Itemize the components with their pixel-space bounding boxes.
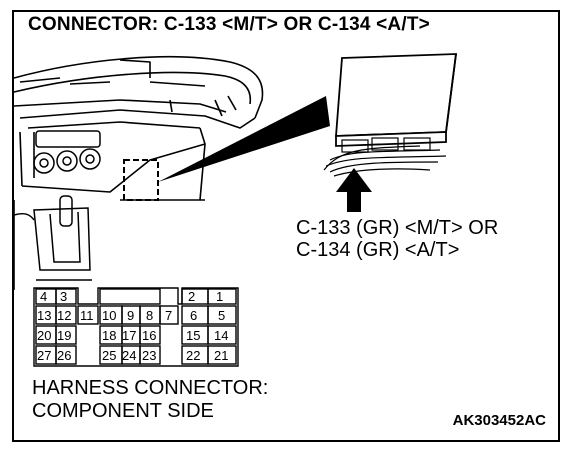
pin-25: 25: [102, 348, 116, 363]
connector-arrow: [336, 168, 372, 212]
pin-7: 7: [165, 308, 172, 323]
pin-17: 17: [122, 328, 136, 343]
pin-2: 2: [188, 289, 195, 304]
pin-6: 6: [190, 308, 197, 323]
pin-26: 26: [57, 348, 71, 363]
figure-code: AK303452AC: [452, 412, 546, 429]
pin-12: 12: [57, 308, 71, 323]
pin-22: 22: [186, 348, 200, 363]
pin-10: 10: [102, 308, 116, 323]
pin-5: 5: [218, 308, 225, 323]
pin-20: 20: [37, 328, 51, 343]
callout-line-1: C-133 (GR) <M/T> OR: [296, 217, 499, 239]
diagram-title: CONNECTOR: C-133 <M/T> OR C-134 <A/T>: [28, 14, 430, 35]
pin-13: 13: [37, 308, 51, 323]
pin-9: 9: [127, 308, 134, 323]
component-module: [335, 53, 458, 147]
pin-21: 21: [214, 348, 228, 363]
pin-23: 23: [142, 348, 156, 363]
leader-beam: [158, 96, 330, 182]
shifter-drawing: [13, 195, 92, 281]
connector-wires: [323, 137, 447, 177]
callout-line-2: C-134 (GR) <A/T>: [296, 239, 460, 261]
harness-connector: [33, 287, 239, 367]
harness-label-line-1: HARNESS CONNECTOR:: [32, 377, 269, 399]
pin-16: 16: [142, 328, 156, 343]
pin-15: 15: [186, 328, 200, 343]
connector-location-marker: [123, 159, 159, 201]
dashboard-drawing: [13, 56, 264, 290]
pin-3: 3: [60, 289, 67, 304]
harness-label-line-2: COMPONENT SIDE: [32, 400, 214, 422]
harness-pin-labels: 4 3 2 1 13 12 11 10 9 8 7 6 5 20 19 18 1…: [37, 289, 228, 363]
diagram-frame: [12, 10, 560, 442]
pin-11: 11: [80, 308, 94, 323]
console-vents: [33, 130, 101, 174]
pin-4: 4: [40, 289, 47, 304]
pin-24: 24: [122, 348, 136, 363]
pin-19: 19: [57, 328, 71, 343]
pin-18: 18: [102, 328, 116, 343]
pin-8: 8: [146, 308, 153, 323]
pin-14: 14: [214, 328, 228, 343]
pin-27: 27: [37, 348, 51, 363]
pin-1: 1: [216, 289, 223, 304]
